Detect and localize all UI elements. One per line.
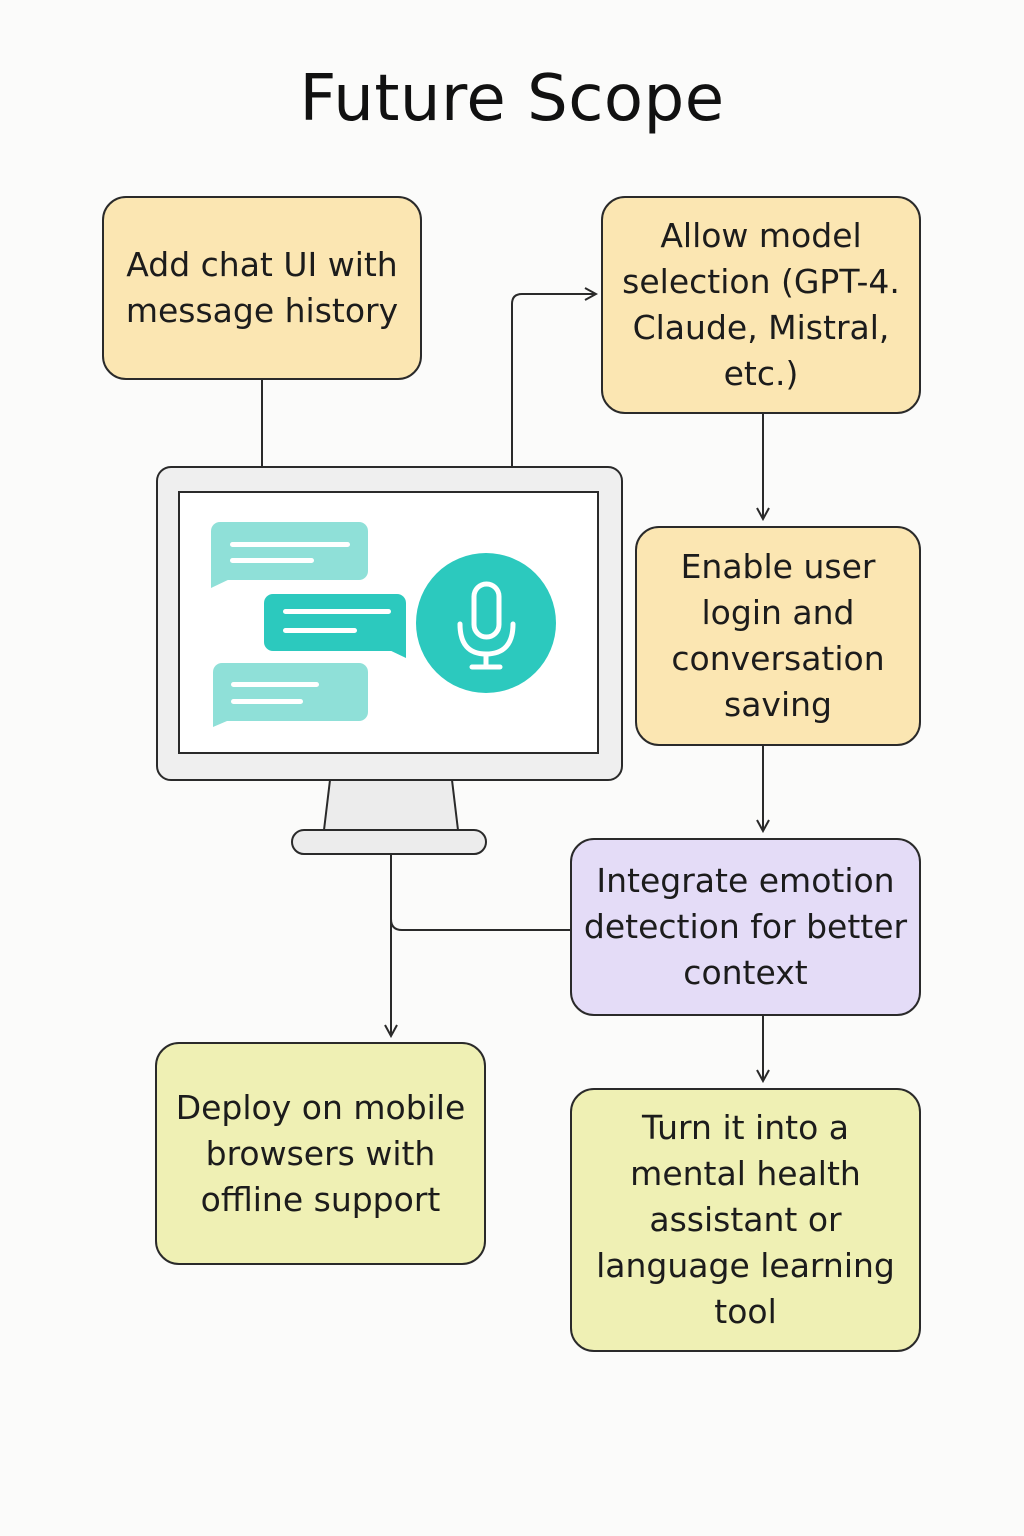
box-add-chat-ui: Add chat UI with message history [102,196,422,380]
box-emotion-detection: Integrate emotion detection for better c… [570,838,921,1016]
box-label: Add chat UI with message history [125,245,399,330]
box-mobile-deploy: Deploy on mobile browsers with offline s… [155,1042,486,1265]
page-title: Future Scope [299,62,725,136]
chat-bubble-icon [211,522,368,588]
chat-bubble-icon [264,594,406,658]
chat-bubble-icon [213,663,368,727]
box-label: Allow model selection (GPT-4. Claude, Mi… [622,216,900,393]
box-user-login: Enable user login and conversation savin… [635,526,921,746]
arrow-monitor-to-model-selection [511,294,596,466]
box-label: Enable user login and conversation savin… [671,547,885,724]
box-label: Integrate emotion detection for better c… [583,861,908,992]
connector-emotion-to-stand [390,918,570,931]
microphone-icon [416,553,556,693]
box-assistant-tool: Turn it into a mental health assistant o… [570,1088,921,1352]
box-model-selection: Allow model selection (GPT-4. Claude, Mi… [601,196,921,414]
box-label: Deploy on mobile browsers with offline s… [175,1087,466,1219]
monitor-icon [156,466,623,855]
box-label: Turn it into a mental health assistant o… [596,1108,895,1331]
